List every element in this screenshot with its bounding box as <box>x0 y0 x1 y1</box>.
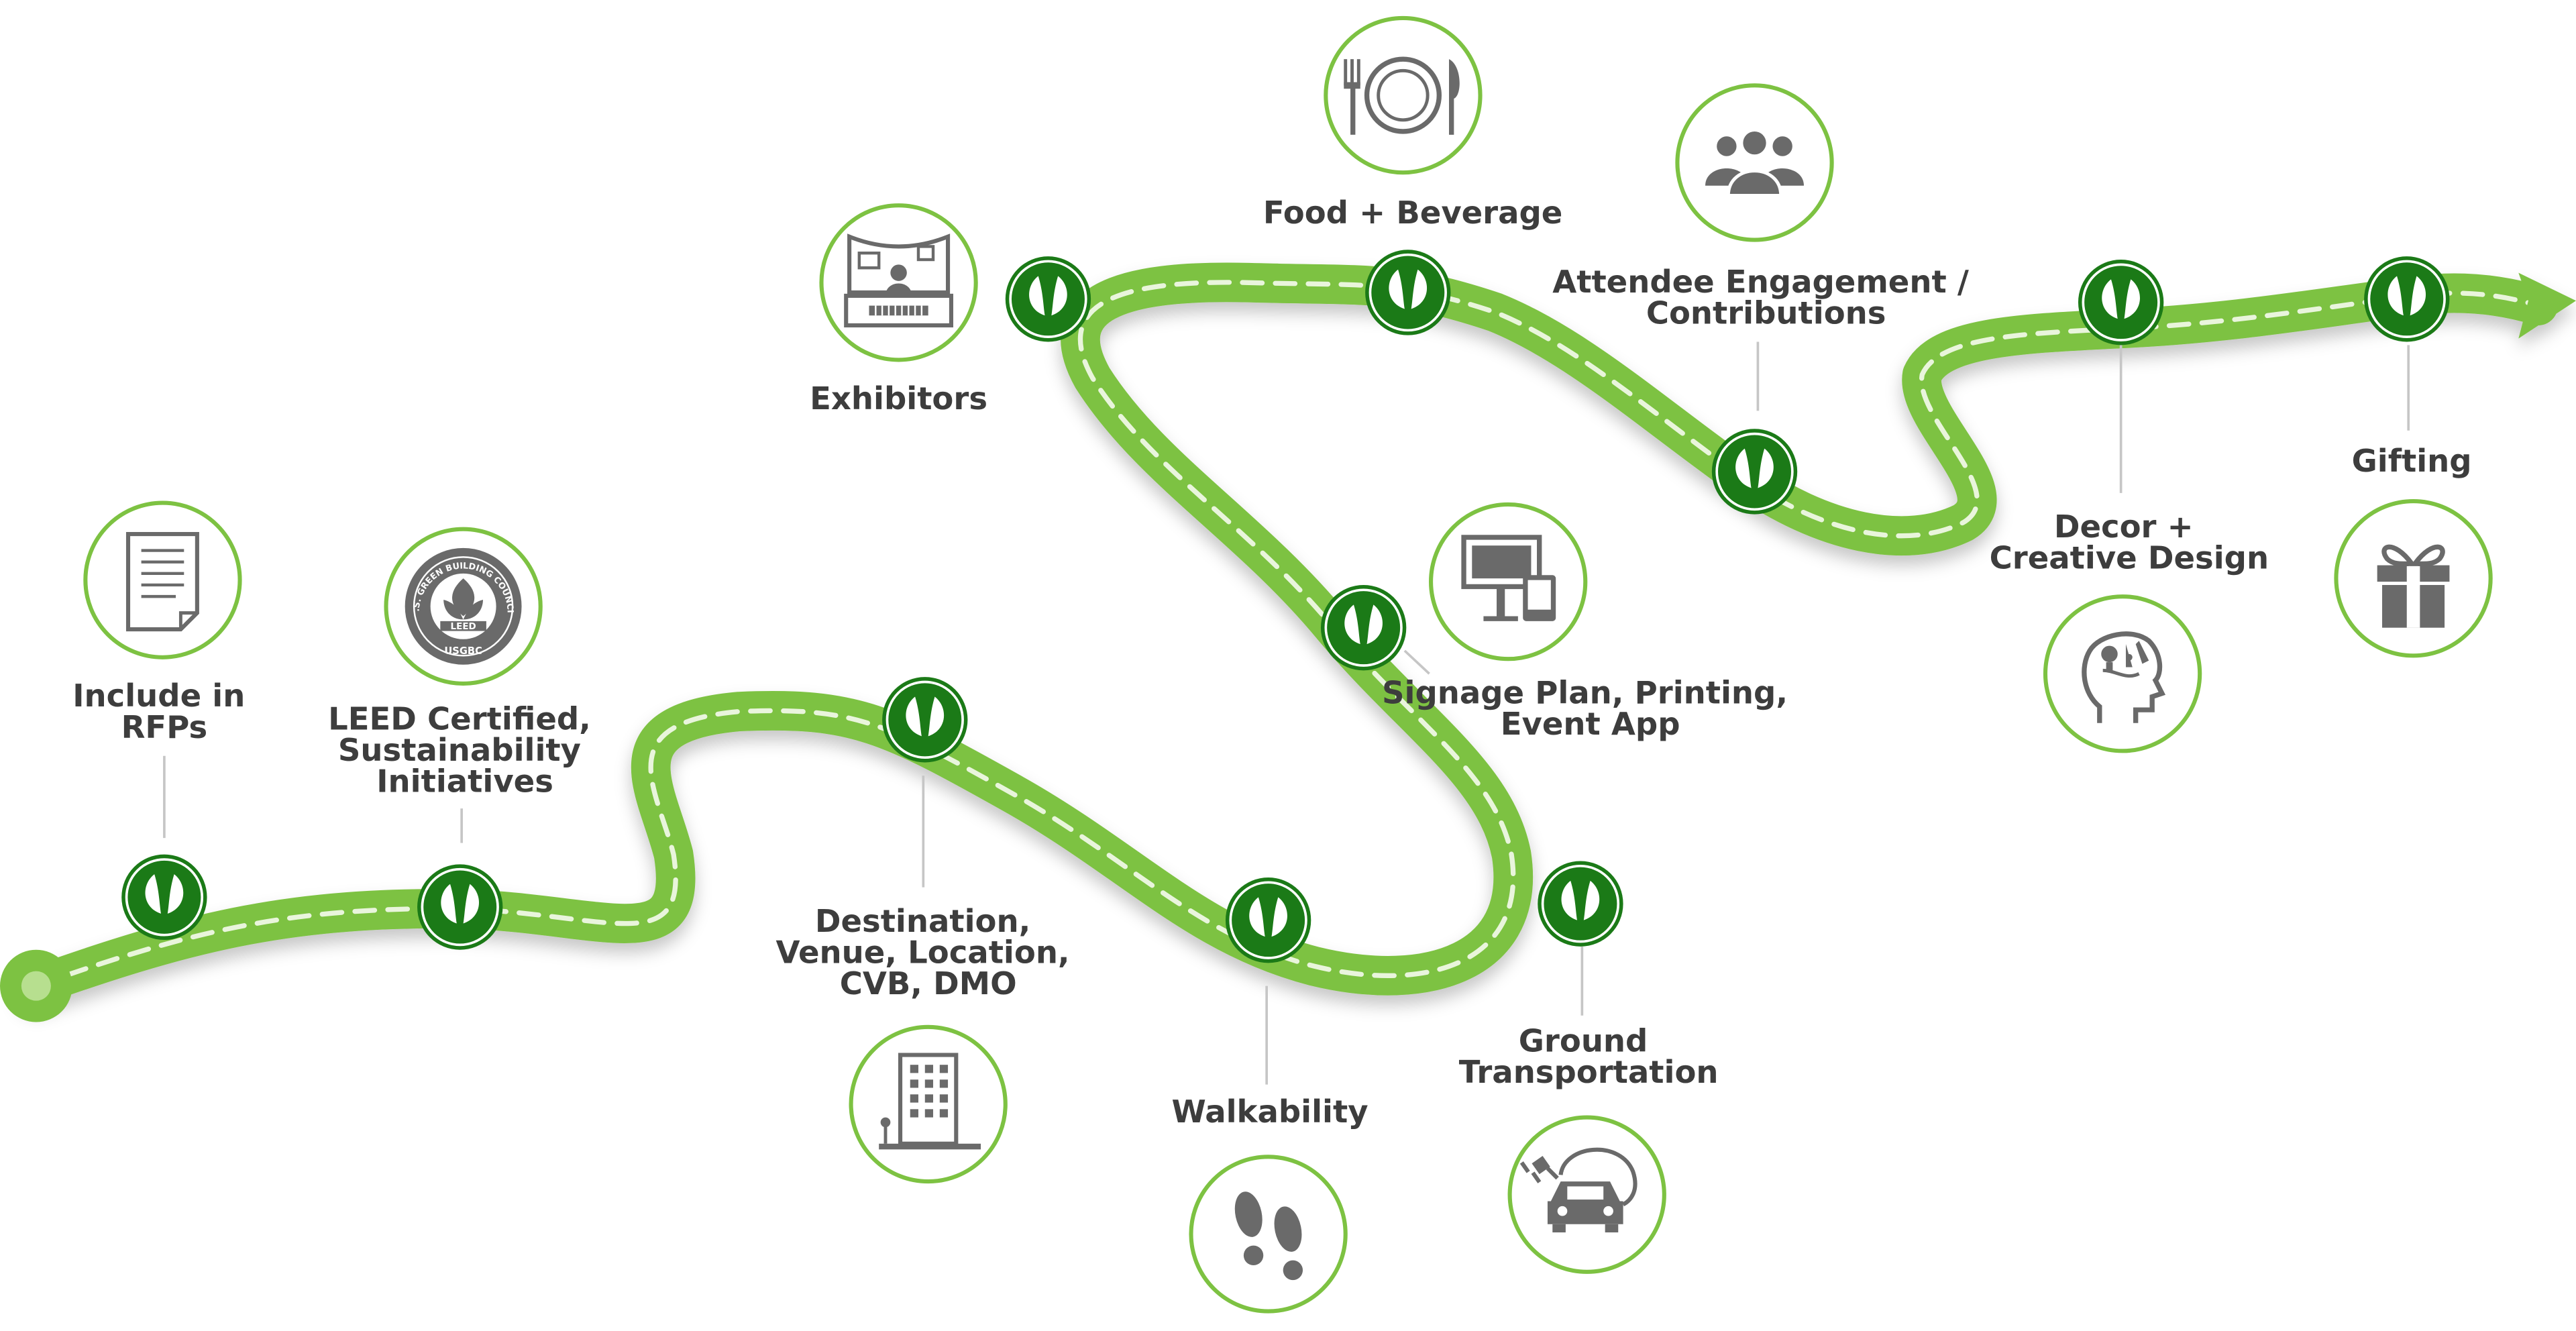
connector-lines <box>163 341 2410 1085</box>
circle-food <box>1324 15 1483 175</box>
circle-attendee <box>1675 83 1834 242</box>
creative-head-icon <box>2082 631 2166 723</box>
label-line: Include in <box>72 678 245 714</box>
label-walkability: Walkability <box>1172 1094 1368 1130</box>
stop-labels: Include in RFPs LEED Certified, Sustaina… <box>72 195 2471 1130</box>
label-decor: Decor + Creative Design <box>1990 509 2269 576</box>
label-line: LEED Certified, <box>328 701 591 737</box>
circle-walkability <box>1189 1155 1348 1314</box>
circle-signage <box>1429 502 1588 661</box>
label-line: Ground <box>1519 1023 1648 1059</box>
leaf-marker-exhibitors <box>1005 256 1091 342</box>
label-line: CVB, DMO <box>840 965 1017 1002</box>
leaf-marker-rfp <box>121 854 207 941</box>
leed-logo-mid-text: LEED <box>451 621 476 632</box>
road-end-arrow <box>2518 272 2576 339</box>
exhibitor-booth-icon <box>844 233 954 328</box>
document-icon <box>125 531 199 632</box>
label-line: Gifting <box>2352 443 2472 479</box>
label-line: Event App <box>1501 706 1680 742</box>
leaf-marker-decor <box>2078 260 2164 345</box>
connector-signage <box>1403 649 1430 675</box>
label-line: Destination, <box>815 903 1030 939</box>
leaf-marker-attendee <box>1711 429 1798 515</box>
circle-destination <box>849 1024 1008 1184</box>
label-food: Food + Beverage <box>1263 195 1562 231</box>
leaf-marker-ground <box>1538 861 1623 947</box>
label-line: Transportation <box>1459 1054 1719 1090</box>
label-attendee: Attendee Engagement / Contributions <box>1552 264 1980 331</box>
leaf-marker-leed <box>417 864 503 950</box>
label-gifting: Gifting <box>2352 443 2472 479</box>
label-ground: Ground Transportation <box>1459 1023 1719 1091</box>
label-destination: Destination, Venue, Location, CVB, DMO <box>776 903 1081 1002</box>
gift-icon <box>2377 544 2450 628</box>
label-line: Initiatives <box>376 763 553 800</box>
label-signage: Signage Plan, Printing, Event App <box>1382 674 1799 742</box>
label-line: Decor + <box>2054 509 2194 545</box>
label-line: Exhibitors <box>810 380 987 417</box>
label-rfp: Include in RFPs <box>72 678 256 745</box>
label-line: Creative Design <box>1990 539 2269 576</box>
label-line: Food + Beverage <box>1263 195 1562 231</box>
label-line: Walkability <box>1172 1094 1368 1130</box>
label-leed: LEED Certified, Sustainability Initiativ… <box>328 701 602 800</box>
leaf-marker-food <box>1365 250 1451 335</box>
leaf-marker-walkability <box>1225 877 1311 963</box>
label-line: Venue, Location, <box>776 934 1070 970</box>
label-line: RFPs <box>121 709 208 745</box>
leaf-marker-gifting <box>2364 256 2450 342</box>
road-start-marker <box>0 949 72 1022</box>
plate-cutlery-icon <box>1344 56 1460 135</box>
footprints-icon <box>1234 1191 1303 1281</box>
signage-icon <box>1461 535 1556 621</box>
winding-road <box>16 262 2576 1006</box>
leed-logo-bottom-text: USGBC <box>444 645 482 657</box>
leaf-marker-signage <box>1320 584 1407 671</box>
leaf-markers <box>121 250 2450 963</box>
label-line: Sustainability <box>338 732 581 768</box>
label-line: Signage Plan, Printing, <box>1382 674 1788 710</box>
circle-rfp <box>83 500 242 659</box>
label-line: Contributions <box>1646 295 1886 331</box>
label-exhibitors: Exhibitors <box>810 380 987 417</box>
circle-exhibitors <box>819 203 978 362</box>
electric-car-icon <box>1519 1147 1638 1233</box>
people-group-icon <box>1705 128 1804 197</box>
road-center-line <box>34 280 2541 989</box>
building-icon <box>879 1053 981 1150</box>
label-line: Attendee Engagement / <box>1552 264 1969 300</box>
leaf-marker-destination <box>882 677 968 763</box>
